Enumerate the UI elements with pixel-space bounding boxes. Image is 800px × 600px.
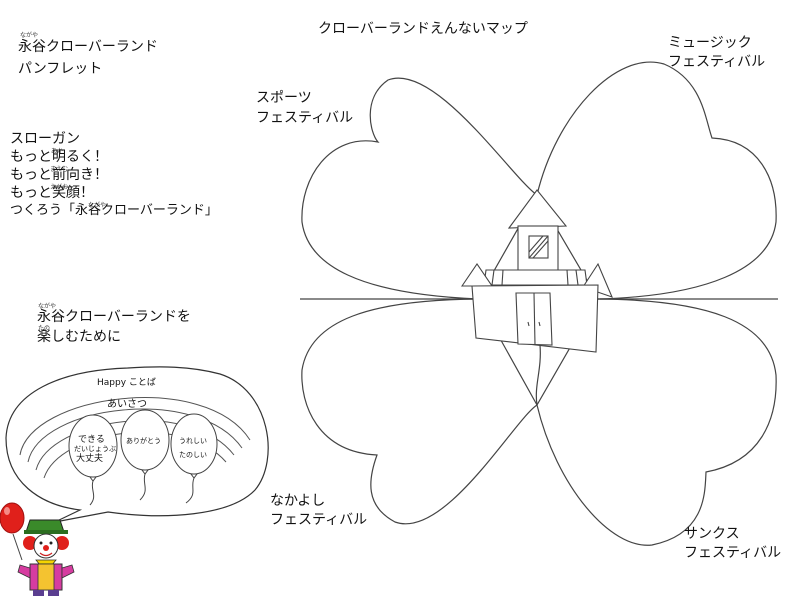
pamphlet-title-line2: パンフレット bbox=[18, 61, 103, 77]
balloon-1-line1: できる bbox=[78, 435, 105, 445]
castle-roofline bbox=[483, 269, 588, 286]
balloon-1-ruby: だいじょうぶ bbox=[74, 445, 116, 453]
balloon-3-line2: たのしい bbox=[179, 451, 207, 459]
clover-leaf-top-left bbox=[301, 77, 538, 300]
festival-thanks-label: サンクスフェスティバル bbox=[684, 526, 782, 561]
ruby-nagaya-enjoy: ながや bbox=[38, 303, 57, 310]
red-balloon-icon bbox=[0, 502, 25, 534]
festival-friendship-label: なかよしフェスティバル bbox=[270, 493, 368, 528]
ruby-egao: えがお bbox=[50, 184, 69, 191]
slogan-line-2: まえむ もっと前向き！ bbox=[10, 166, 218, 184]
speech-bubble bbox=[5, 366, 269, 523]
balloons bbox=[68, 409, 218, 506]
slogan-closing: ながや つくろう「永谷クローバーランド」 bbox=[10, 202, 218, 220]
map-title: クローバーランドえんないマップ bbox=[318, 21, 528, 37]
slogan-line-3: えがお もっと笑顔！ bbox=[10, 184, 218, 202]
slogan-line-1: あか もっと明るく！ bbox=[10, 148, 218, 166]
balloon-1-line2: 大丈夫 bbox=[76, 454, 104, 464]
slogan-block: スローガン あか もっと明るく！ まえむ もっと前向き！ えがお もっと笑顔！ … bbox=[10, 130, 218, 220]
clover-vein-bottom bbox=[535, 344, 541, 406]
enjoy-line2: 楽しむために bbox=[37, 329, 121, 345]
ruby-nagaya-slogan: ながや bbox=[88, 202, 107, 209]
ruby-akaru: あか bbox=[51, 148, 64, 155]
greeting-label: あいさつ bbox=[107, 399, 147, 410]
clover-leaf-bottom-left bbox=[301, 298, 538, 525]
happy-words-label: Happy ことば bbox=[97, 378, 156, 388]
castle-icon bbox=[460, 189, 613, 353]
balloon-3-line1: うれしい bbox=[179, 437, 207, 445]
festival-sports-label: スポーツフェスティバル bbox=[256, 90, 354, 126]
clown-icon bbox=[0, 502, 75, 596]
slogan-heading: スローガン bbox=[10, 131, 80, 147]
ruby-nagaya-pamphlet: ながや bbox=[20, 32, 39, 39]
festival-music-label: ミュージックフェスティバル bbox=[668, 35, 766, 70]
clover-leaf-bottom-right bbox=[536, 298, 777, 546]
enjoy-line1: 永谷クローバーランドを bbox=[37, 309, 191, 325]
clover-leaf-top-right bbox=[536, 61, 777, 300]
balloon-2-label: ありがとう bbox=[126, 437, 161, 445]
clover bbox=[300, 61, 778, 546]
ruby-tano: たの bbox=[38, 325, 51, 332]
ruby-maemuki: まえむ bbox=[50, 166, 69, 173]
pamphlet-title-line1: 永谷クローバーランド bbox=[18, 39, 158, 55]
